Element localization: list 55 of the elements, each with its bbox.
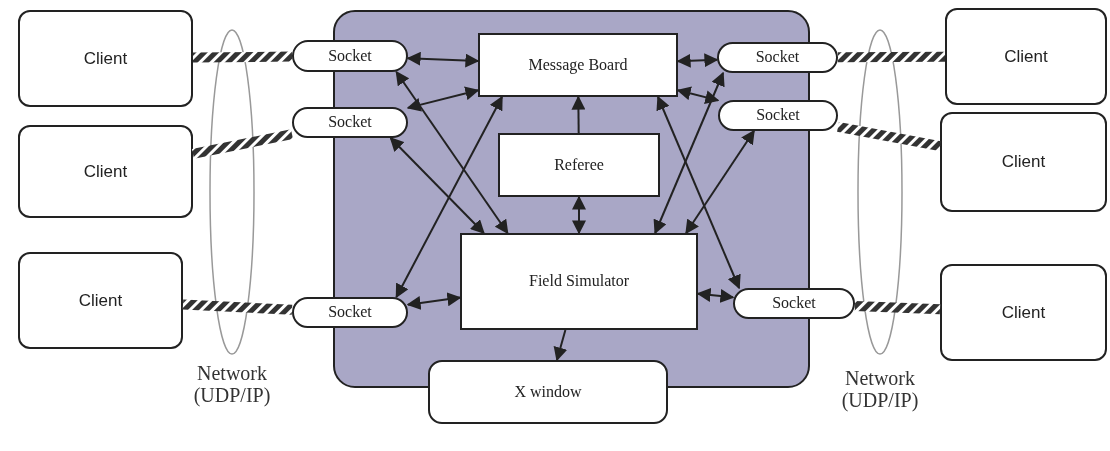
node-label: Socket	[772, 294, 816, 313]
network-link	[192, 51, 293, 63]
node-label: Field Simulator	[529, 272, 629, 291]
node-label: Client	[1001, 152, 1046, 172]
node-label: Client	[83, 161, 128, 182]
node-label: Socket	[328, 303, 372, 322]
arrow	[406, 86, 480, 112]
node-label: Client	[1001, 302, 1046, 323]
arrow	[395, 95, 503, 299]
arrow	[696, 288, 735, 303]
process-box	[478, 33, 678, 97]
network-link	[837, 51, 945, 63]
display-box	[428, 360, 668, 424]
network-label: Network (UDP/IP)	[840, 367, 920, 411]
node-label: Message Board	[528, 55, 628, 75]
socket-box	[292, 40, 408, 72]
arrow	[389, 137, 485, 234]
socket-box	[292, 297, 408, 328]
node-label: Socket	[755, 48, 800, 67]
arrow	[685, 129, 755, 235]
arrow	[653, 71, 725, 235]
node-label: Socket	[756, 106, 800, 125]
arrow	[395, 70, 509, 235]
arrow	[406, 292, 462, 310]
node-label: Socket	[328, 46, 372, 66]
node-label: Referee	[554, 155, 604, 175]
arrow	[676, 53, 719, 68]
network-link	[854, 300, 941, 315]
arrow	[676, 86, 720, 105]
arrow	[572, 195, 586, 235]
arrow	[571, 95, 586, 134]
socket-box	[292, 107, 408, 138]
arrow	[406, 51, 480, 68]
network-link	[182, 299, 293, 315]
node-label: Client	[1004, 46, 1048, 67]
socket-box	[717, 42, 838, 73]
socket-box	[718, 100, 838, 131]
process-box	[460, 233, 698, 330]
network-link	[192, 129, 293, 159]
process-box	[498, 133, 660, 197]
node-label: X window	[514, 382, 582, 402]
client-box	[945, 8, 1107, 105]
arrow	[553, 329, 568, 362]
client-box	[940, 264, 1107, 361]
node-label: Client	[83, 48, 128, 69]
socket-box	[733, 288, 855, 319]
client-box	[18, 125, 193, 218]
node-label: Client	[78, 290, 123, 311]
client-box	[940, 112, 1107, 212]
arrow	[656, 95, 741, 290]
client-box	[18, 10, 193, 107]
client-box	[18, 252, 183, 349]
network-label: Network (UDP/IP)	[192, 362, 272, 406]
network-link	[837, 121, 941, 152]
node-label: Socket	[328, 113, 372, 132]
